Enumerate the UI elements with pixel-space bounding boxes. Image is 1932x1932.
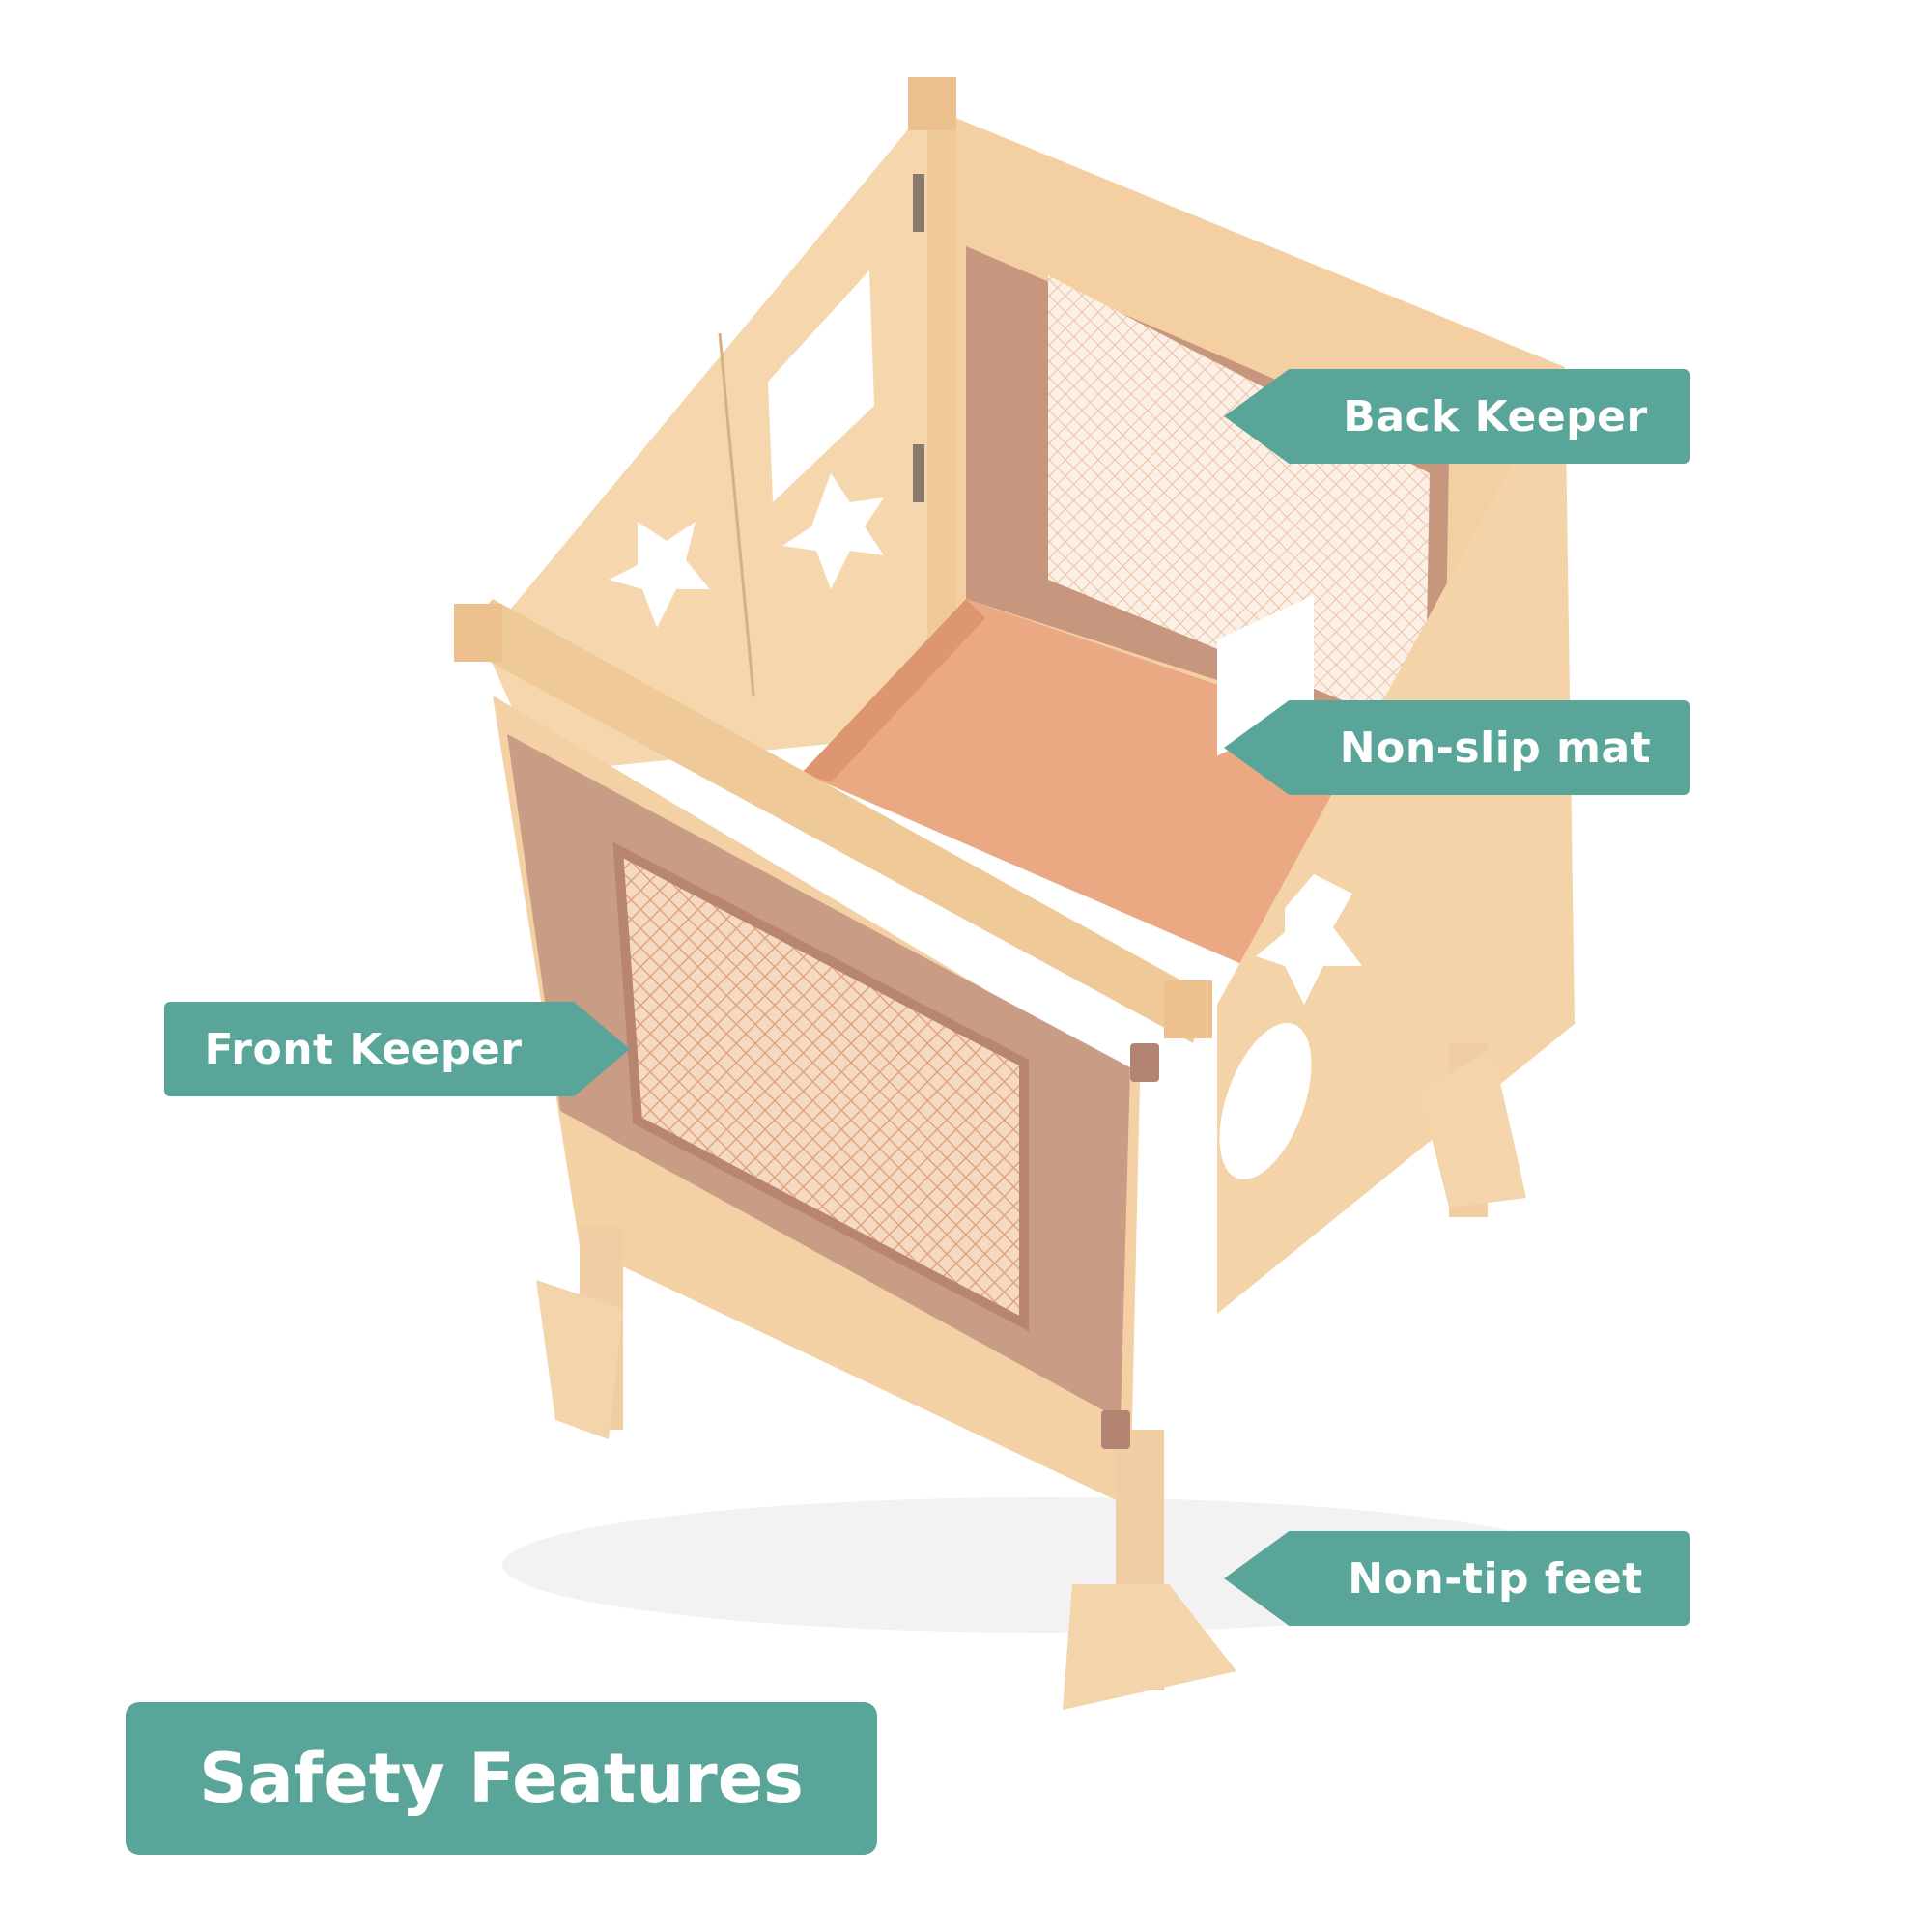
left-window-cutout [768, 270, 874, 502]
back-keeper-mesh [1048, 275, 1430, 734]
hinge-clip-1 [1130, 1043, 1159, 1082]
foot-front-left [536, 1280, 623, 1439]
front-keeper-mesh [618, 850, 1024, 1323]
right-star-cutout [1256, 874, 1362, 1005]
right-oval-cutout [1219, 1022, 1312, 1180]
back-keeper-label: Back Keeper [1343, 391, 1648, 441]
corner-post-back [908, 77, 956, 130]
hinge-clip-2 [1101, 1410, 1130, 1449]
corner-post-front-right [1164, 980, 1212, 1038]
non-tip-feet-callout: Non-tip feet [1224, 1531, 1690, 1626]
mat-shade [802, 599, 985, 782]
front-keeper-label: Front Keeper [204, 1024, 523, 1074]
front-keeper-border [612, 841, 1029, 1332]
front-keeper-callout: Front Keeper [164, 1002, 630, 1096]
left-wall-fold [718, 332, 755, 696]
foot-back-right [1420, 1048, 1526, 1208]
non-slip-mat-callout: Non-slip mat [1224, 700, 1690, 795]
left-star-cutout-1 [609, 522, 710, 628]
left-star-cutout-2 [782, 473, 884, 589]
back-keeper-callout: Back Keeper [1224, 369, 1690, 464]
left-wall-panel [483, 106, 927, 773]
foot-front-right [1063, 1584, 1236, 1710]
title-text: Safety Features [199, 1739, 804, 1818]
hinge-clip-3 [913, 174, 924, 232]
corner-post-front-left [454, 604, 502, 662]
non-tip-feet-label: Non-tip feet [1348, 1553, 1643, 1604]
safety-features-title: Safety Features [126, 1702, 877, 1855]
front-top-rail [454, 599, 1208, 1043]
non-slip-mat-label: Non-slip mat [1339, 723, 1652, 773]
hinge-clip-4 [913, 444, 924, 502]
